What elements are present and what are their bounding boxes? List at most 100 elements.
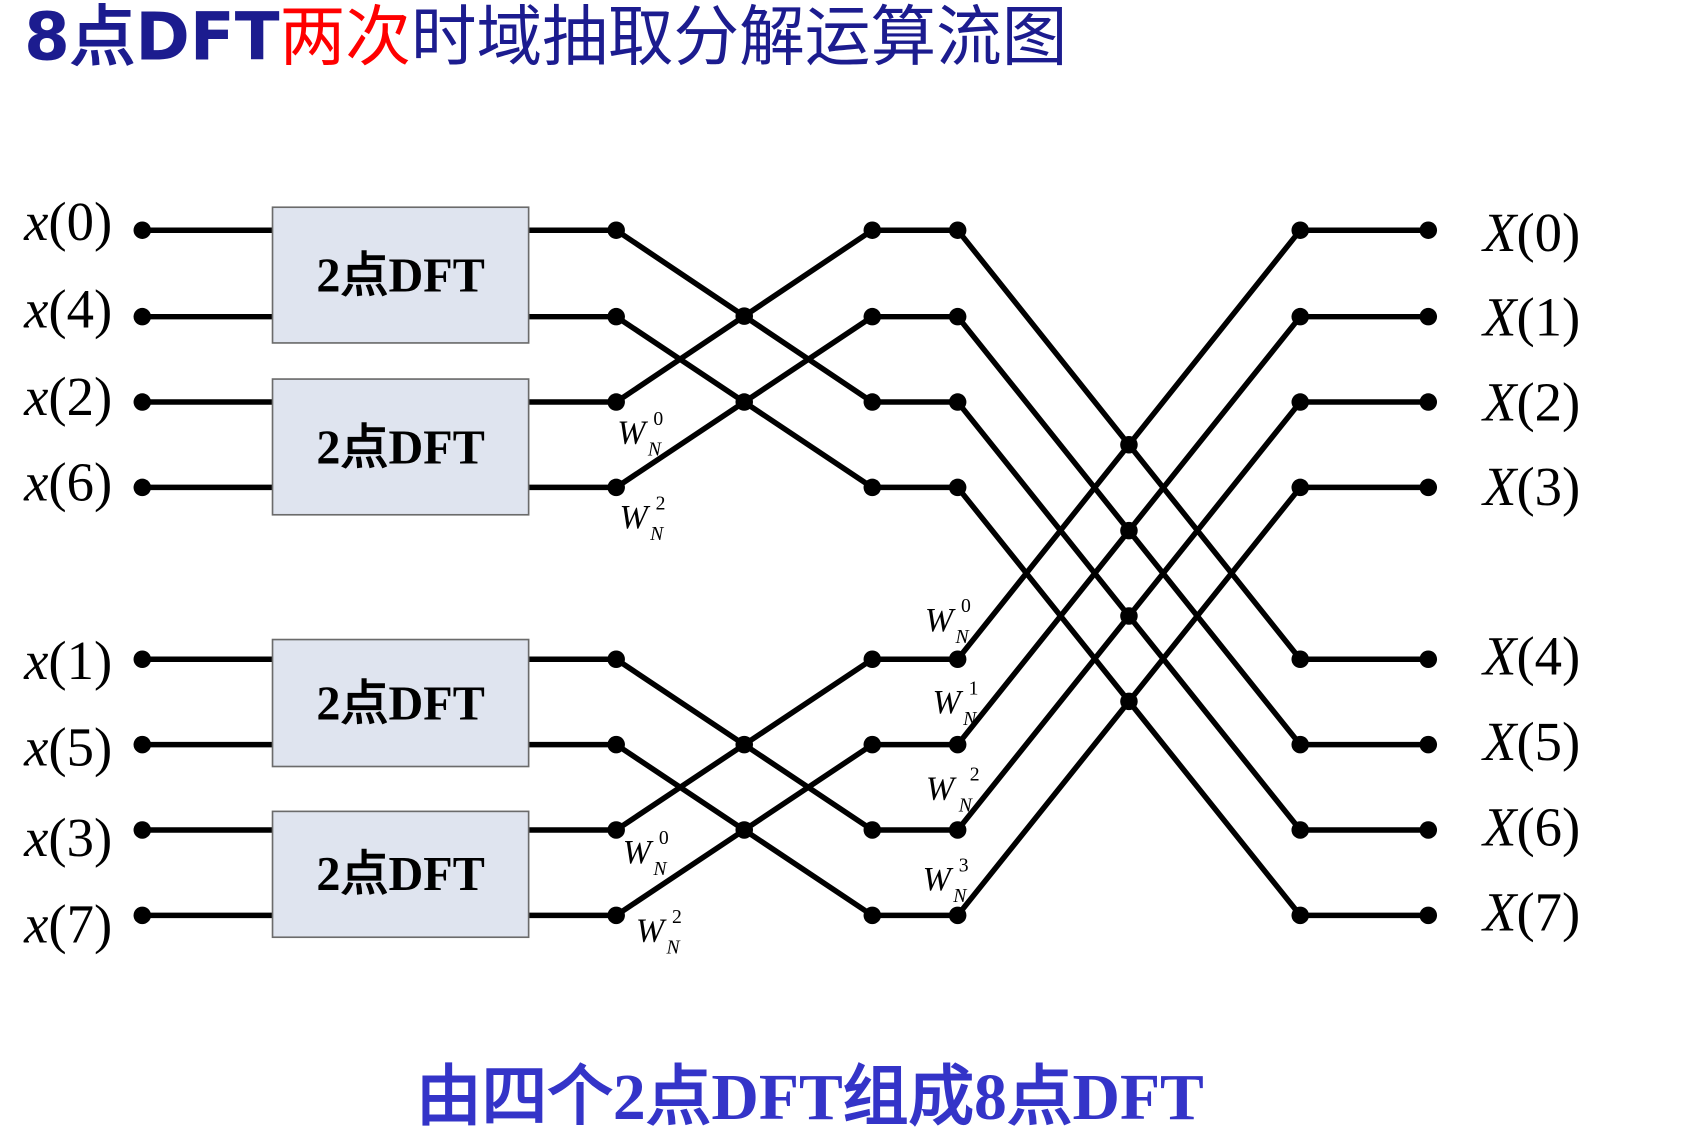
stage3-junction-node [1120, 607, 1138, 625]
output-index: (5) [1516, 711, 1580, 772]
stage3-node [1291, 906, 1309, 925]
input-index: (5) [48, 716, 112, 777]
twiddle-subscript: N [649, 523, 665, 545]
dft-blocks: 2点DFT 2点DFT 2点DFT 2点DFT [271, 206, 530, 939]
input-var: x [23, 807, 48, 868]
input-node [133, 393, 152, 411]
twiddle-factor: W 0 N [623, 827, 669, 880]
stage2-node [863, 307, 882, 326]
block-output-node [607, 307, 625, 326]
input-index: (3) [48, 807, 112, 868]
input-index: (1) [48, 630, 112, 691]
input-node [133, 221, 152, 239]
title-prefix: 8点DFT [24, 0, 280, 75]
output-var: X [1481, 372, 1519, 433]
stage3-node [1291, 393, 1309, 411]
input-label: x(5) [23, 716, 112, 777]
dft-block-label: 2点DFT [316, 848, 485, 901]
input-label: x(6) [23, 452, 112, 513]
twiddle-exponent: 2 [656, 492, 666, 514]
dft-block-2 [271, 378, 530, 516]
twiddle-subscript: N [962, 708, 978, 730]
stage2-node [863, 906, 882, 925]
output-var: X [1481, 711, 1519, 772]
output-label: X(2) [1481, 372, 1580, 433]
twiddle-factor: W 2 N [636, 906, 682, 959]
input-index: (7) [48, 894, 112, 955]
output-index: (0) [1516, 202, 1580, 263]
output-label: X(5) [1481, 711, 1580, 772]
stage3-junction-node [1120, 521, 1138, 540]
stage2-output-node [948, 906, 967, 925]
stage3-node [1291, 221, 1309, 239]
twiddle-exponent: 1 [969, 677, 979, 699]
stage2-output-node [948, 221, 967, 239]
input-var: x [23, 279, 48, 340]
stage2-output-node [948, 735, 967, 754]
twiddle-exponent: 0 [653, 408, 663, 430]
input-var: x [23, 452, 48, 513]
stage2-node [863, 821, 882, 839]
output-node [1419, 735, 1438, 754]
input-labels: x(0) x(4) x(2) x(6) x(1) x(5) x(3) x(7) [23, 191, 112, 955]
block-output-node [607, 478, 625, 497]
output-label: X(3) [1481, 456, 1580, 517]
input-node [133, 735, 152, 754]
twiddle-exponent: 0 [659, 827, 669, 849]
twiddle-factor: W 0 N [617, 408, 663, 461]
flow-lines [139, 227, 1432, 919]
input-var: x [23, 716, 48, 777]
stage2-node [863, 393, 882, 411]
twiddle-base: W [923, 861, 954, 898]
block-output-node [607, 393, 625, 411]
output-node [1419, 821, 1438, 839]
stage3-node [1291, 821, 1309, 839]
input-node [133, 650, 152, 669]
output-index: (7) [1516, 882, 1580, 943]
stage2-junction-node [735, 821, 753, 839]
twiddle-exponent: 0 [961, 595, 971, 617]
output-index: (3) [1516, 456, 1580, 517]
dft-block-label: 2点DFT [316, 677, 485, 730]
input-index: (0) [48, 191, 112, 252]
twiddle-factor: W 2 N [619, 492, 665, 545]
stage2-output-node [948, 478, 967, 497]
input-index: (2) [48, 366, 112, 427]
twiddle-exponent: 2 [970, 764, 980, 786]
output-node [1419, 221, 1438, 239]
stage2-node [863, 478, 882, 497]
input-label: x(1) [23, 630, 112, 691]
output-var: X [1481, 796, 1519, 857]
input-node [133, 821, 152, 839]
input-var: x [23, 366, 48, 427]
stage2-output-node [948, 650, 967, 669]
input-label: x(4) [23, 279, 112, 340]
flow-nodes [133, 221, 1438, 925]
stage3-junction-node [1120, 435, 1138, 454]
input-label: x(7) [23, 894, 112, 955]
output-node [1419, 478, 1438, 497]
output-node [1419, 906, 1438, 925]
twiddle-factor: W 3 N [923, 855, 969, 908]
twiddle-base: W [926, 770, 957, 807]
twiddle-subscript: N [666, 937, 682, 959]
stage2-node [863, 735, 882, 754]
dft-block-label: 2点DFT [316, 421, 485, 474]
title-suffix: 时域抽取分解运算流图 [411, 0, 1068, 75]
twiddle-subscript: N [958, 794, 974, 816]
output-label: X(7) [1481, 882, 1580, 943]
dft-block-3 [271, 638, 530, 768]
stage3-node [1291, 735, 1309, 754]
dft-block-label: 2点DFT [316, 250, 485, 303]
twiddle-factor: W 2 N [926, 764, 980, 817]
twiddle-exponent: 3 [959, 855, 969, 877]
block-output-node [607, 221, 625, 239]
stage2-output-node [948, 393, 967, 411]
input-label: x(0) [23, 191, 112, 252]
input-index: (6) [48, 452, 112, 513]
stage2-junction-node [735, 735, 753, 754]
output-label: X(0) [1481, 202, 1580, 263]
output-var: X [1481, 456, 1519, 517]
twiddle-base: W [925, 602, 956, 639]
